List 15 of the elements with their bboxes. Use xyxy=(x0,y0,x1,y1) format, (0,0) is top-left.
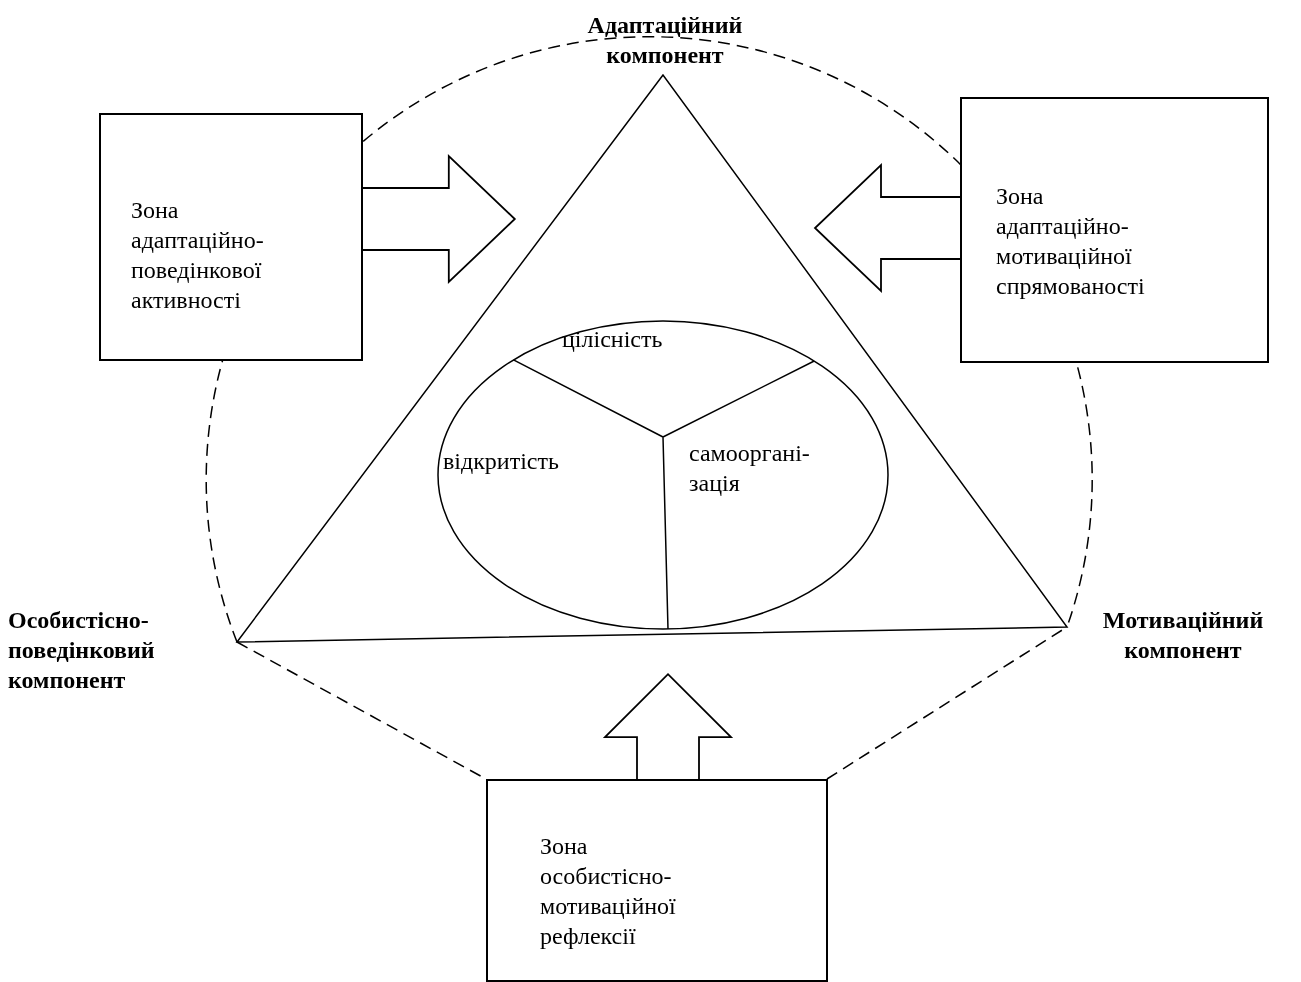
component-label: Адаптаційний компонент xyxy=(586,11,744,70)
sector-label: відкритість xyxy=(443,446,613,476)
component-label: Мотиваційний компонент xyxy=(1101,606,1265,665)
zone-label: Зона особистісно-мотиваційної рефлексії xyxy=(540,832,677,951)
zone-box xyxy=(960,97,1269,363)
zone-box xyxy=(486,779,828,982)
zone-label: Зона адаптаційно-мотиваційної спрямованості xyxy=(996,182,1146,301)
zone-box xyxy=(99,113,363,361)
component-label: Особистісно-поведінковий компонент xyxy=(8,606,156,695)
block-arrow xyxy=(602,672,734,780)
zone-label: Зона адаптаційно-поведінкової активності xyxy=(131,196,265,315)
block-arrow xyxy=(813,162,961,294)
block-arrow xyxy=(362,153,517,285)
sector-label: цілісність xyxy=(562,324,702,354)
sector-label: самооргані- зація xyxy=(689,438,814,498)
